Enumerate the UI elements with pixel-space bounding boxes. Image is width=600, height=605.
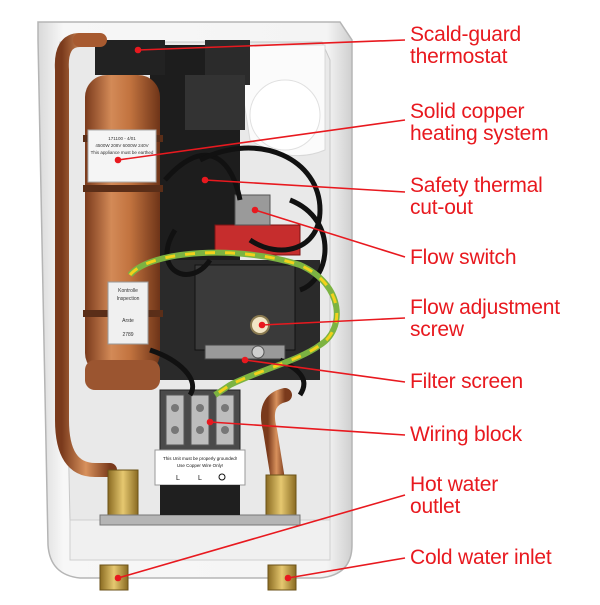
leader-filter-dot xyxy=(241,356,249,364)
leader-hot xyxy=(117,494,406,579)
label-scald-guard-thermostat: Scald-guard thermostat xyxy=(410,23,522,68)
leader-scald-dot xyxy=(134,46,142,54)
inspection-line-2: Inspection xyxy=(117,296,140,302)
inspection-line-3: Arste xyxy=(122,318,134,324)
label-solid-copper-heating-system: Solid copper heating system xyxy=(410,100,549,145)
inspection-line-1: Kontrolle xyxy=(118,288,138,294)
leader-lines xyxy=(114,39,406,582)
leader-screw xyxy=(261,317,406,326)
leader-copper-dot xyxy=(114,156,122,164)
inspection-line-4: 2789 xyxy=(122,332,133,338)
leader-cutout-dot xyxy=(201,176,209,184)
terminal-letter-2: L xyxy=(198,475,202,482)
sticker-line-1: 171100 - 4/01 xyxy=(108,136,136,141)
sticker-line-2: 4500W 208V 6000W 240V xyxy=(95,143,148,148)
leader-cold-dot xyxy=(284,574,292,582)
inspection-sticker: Kontrolle Inspection Arste 2789 xyxy=(107,281,149,345)
label-wiring-block: Wiring block xyxy=(410,423,522,446)
label-cold-water-inlet: Cold water inlet xyxy=(410,546,552,569)
leader-filter xyxy=(244,359,406,383)
leader-hot-dot xyxy=(114,574,122,582)
ground-notice-line-2: Use Copper Wire Only! xyxy=(177,463,223,468)
leader-flowswitch xyxy=(254,209,406,258)
leader-copper xyxy=(117,119,406,161)
ground-symbol-icon xyxy=(218,473,226,481)
leader-flowswitch-dot xyxy=(251,206,259,214)
leader-wiring-dot xyxy=(206,418,214,426)
wiring-block xyxy=(154,389,246,515)
label-flow-adjustment-screw: Flow adjustment screw xyxy=(410,296,560,341)
label-flow-switch: Flow switch xyxy=(410,246,517,269)
right-pipe xyxy=(260,388,292,487)
label-safety-thermal-cut-out: Safety thermal cut-out xyxy=(410,174,543,219)
leader-screw-dot xyxy=(258,321,266,329)
ground-notice: This Unit must be properly grounded! Use… xyxy=(163,456,237,482)
label-hot-water-outlet: Hot water outlet xyxy=(410,473,499,518)
leader-scald xyxy=(137,39,406,51)
terminal-letter-1: L xyxy=(176,475,180,482)
label-filter-screen: Filter screen xyxy=(410,370,523,393)
ground-notice-line-1: This Unit must be properly grounded! xyxy=(163,456,237,461)
leader-wiring xyxy=(209,421,406,436)
leader-cold xyxy=(287,557,406,579)
left-pipe xyxy=(54,33,117,477)
leader-cutout xyxy=(204,179,406,193)
sticker-line-3: This appliance must be earthed xyxy=(91,150,154,155)
